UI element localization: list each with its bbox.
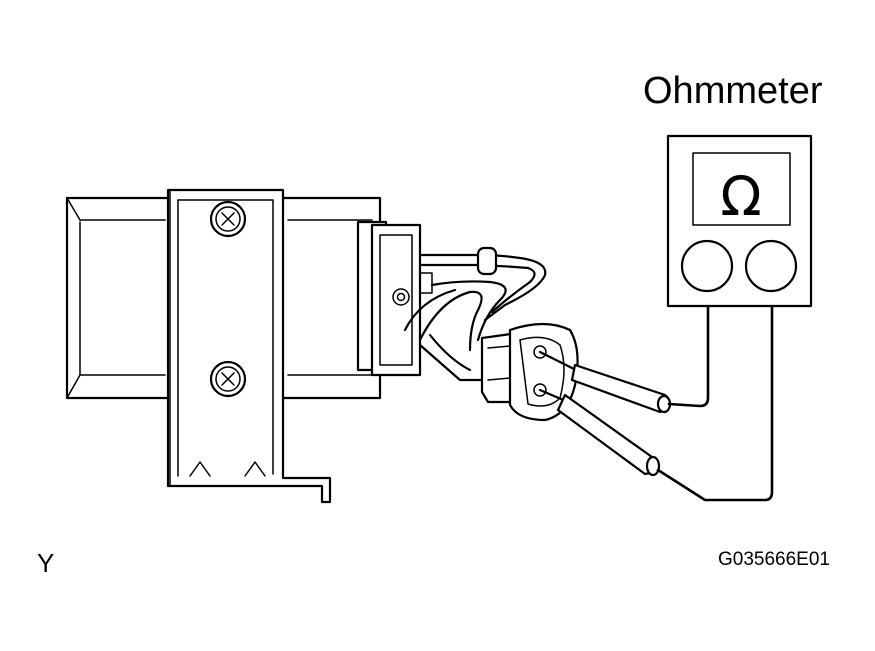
figure-code-label: G035666E01 [718, 549, 830, 570]
view-letter-label: Y [37, 548, 55, 578]
meter-terminal-right [744, 239, 798, 293]
lead-upper [667, 290, 710, 408]
screw-bottom [209, 360, 247, 398]
actuator-connector [370, 223, 433, 377]
probe-lower [538, 388, 661, 477]
harness-plug [480, 322, 579, 422]
ohmmeter [666, 134, 813, 308]
meter-terminal-left [680, 239, 734, 293]
screw-top [209, 200, 247, 238]
ohm-symbol: Ω [720, 165, 761, 228]
ohmmeter-label: Ohmmeter [643, 70, 823, 112]
mounting-bracket [166, 188, 332, 504]
lead-lower [656, 290, 774, 502]
meter-display [692, 152, 791, 226]
wire-harness [403, 246, 547, 382]
